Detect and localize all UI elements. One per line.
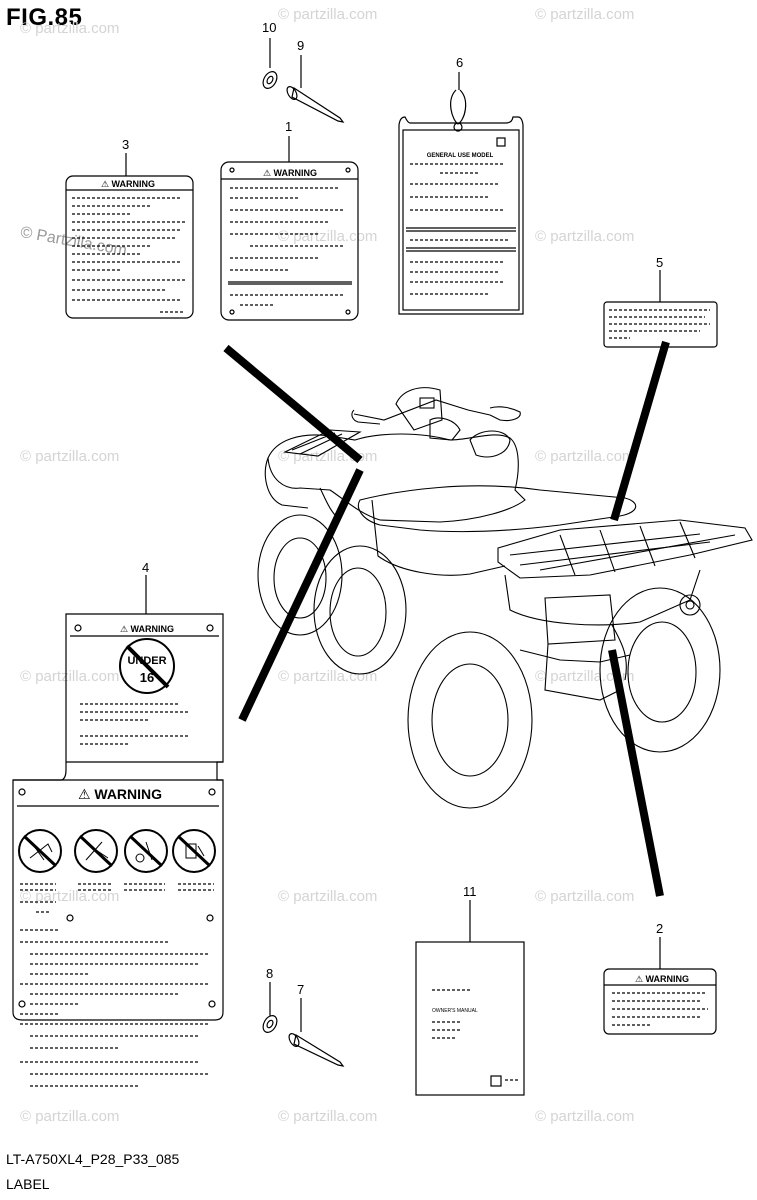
rivet-part-7 (288, 998, 345, 1067)
watermark: © partzilla.com (535, 228, 635, 245)
warning-label-part-3 (65, 153, 194, 319)
section-name: LABEL (6, 1176, 50, 1192)
callout-10: 10 (262, 20, 277, 35)
watermark: © partzilla.com (535, 6, 635, 23)
manual-text: OWNER'S MANUAL (432, 1008, 478, 1014)
warning-text-part-4-top: ⚠ WARNING (120, 624, 174, 634)
model-code: LT-A750XL4_P28_P33_085 (6, 1151, 180, 1167)
tag-title: GENERAL USE MODEL (427, 153, 494, 159)
callout-1: 1 (285, 119, 293, 134)
warning-text-part-3: ⚠ WARNING (101, 179, 155, 189)
warning-label-part-1 (220, 136, 359, 321)
rivet-part-9 (286, 55, 345, 123)
callout-5: 5 (656, 255, 664, 270)
watermark: © partzilla.com (535, 668, 635, 685)
watermark: © partzilla.com (20, 888, 120, 905)
watermark: © partzilla.com (278, 668, 378, 685)
watermark: © partzilla.com (278, 1108, 378, 1125)
watermark: © partzilla.com (278, 228, 378, 245)
watermark: © partzilla.com (20, 668, 120, 685)
callout-3: 3 (122, 137, 130, 152)
washer-part-8 (262, 982, 278, 1033)
watermark: © partzilla.com (20, 448, 120, 465)
warning-label-part-4 (12, 575, 224, 1087)
label-part-5 (603, 270, 718, 348)
callout-11: 11 (463, 884, 477, 899)
watermark: © partzilla.com (20, 1108, 120, 1125)
watermark: © partzilla.com (278, 6, 378, 23)
leader-lines (223, 340, 670, 897)
watermark: © partzilla.com (535, 448, 635, 465)
warning-text-part-1: ⚠ WARNING (263, 168, 317, 178)
warning-label-part-2 (603, 937, 717, 1035)
warning-text-part-2: ⚠ WARNING (635, 974, 689, 984)
age-number: 16 (140, 670, 154, 685)
callout-2: 2 (656, 921, 664, 936)
owners-manual-part-11 (415, 900, 525, 1096)
callout-8: 8 (266, 966, 274, 981)
atv-illustration (257, 387, 753, 809)
hang-tag-part-6 (398, 72, 524, 315)
under-text: UNDER (127, 655, 166, 667)
washer-part-10 (262, 38, 278, 89)
watermark: © partzilla.com (20, 20, 120, 37)
callout-6: 6 (456, 55, 464, 70)
callout-4: 4 (142, 560, 150, 575)
warning-text-part-4: ⚠ WARNING (78, 786, 162, 802)
watermark: © partzilla.com (535, 888, 635, 905)
callout-9: 9 (297, 38, 305, 53)
figure-title: FIG.85 (6, 4, 83, 31)
watermark: © partzilla.com (278, 888, 378, 905)
callout-7: 7 (297, 982, 305, 997)
watermark: © partzilla.com (535, 1108, 635, 1125)
